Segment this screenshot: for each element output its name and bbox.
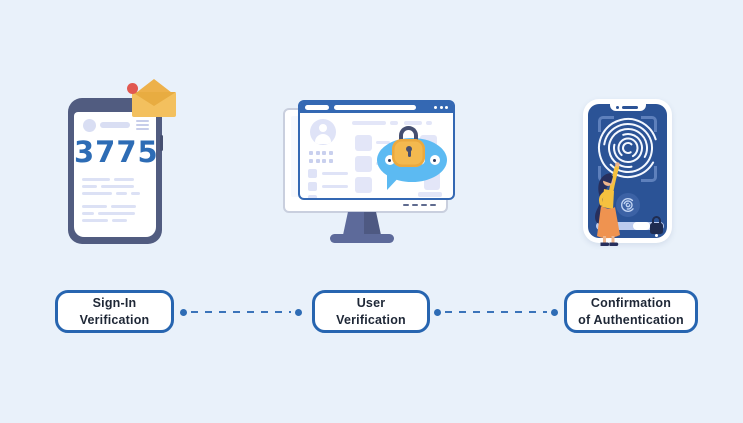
browser-content: [300, 113, 453, 198]
notification-dot: [127, 83, 138, 94]
illustration-user-verification-desktop: [283, 95, 468, 250]
password-dots-row: [309, 151, 333, 155]
step-label-user-verification: User Verification: [312, 290, 430, 333]
browser-tab: [305, 105, 329, 110]
envelope-fold: [132, 92, 176, 106]
browser-topbar: [300, 102, 453, 113]
connector-dot: [551, 308, 558, 316]
padlock-icon: [392, 126, 425, 168]
label-line: User: [356, 296, 386, 311]
label-line: Verification: [79, 312, 150, 327]
envelope-flap: [132, 79, 176, 96]
illustration-signin-phone: 3775: [68, 79, 180, 251]
email-envelope-icon: [127, 79, 176, 117]
otp-dot-icon: [384, 155, 395, 165]
fingerprint-chip-icon: [616, 193, 640, 217]
connector-step1-step2: [180, 308, 302, 316]
address-bar: [334, 105, 416, 110]
profile-avatar-icon: [310, 119, 336, 145]
phone-side-button: [160, 135, 163, 151]
connector-dot: [295, 308, 302, 316]
phone-screen: 3775: [74, 112, 159, 237]
menu-icon: [136, 120, 149, 132]
monitor-stand: [343, 212, 381, 235]
monitor-buttons: [403, 204, 436, 206]
browser-menu-dots-icon: [434, 106, 448, 109]
label-line: Sign-In: [92, 296, 137, 311]
chat-bubble-tail: [387, 174, 402, 190]
username-bar: [100, 122, 130, 128]
monitor-base: [330, 234, 394, 243]
list-item: [308, 182, 348, 191]
avatar-icon: [83, 119, 96, 132]
connector-dashed-line: [445, 311, 547, 313]
progress-fill: [632, 222, 651, 230]
message-text-lines: [82, 178, 148, 222]
label-line: Confirmation: [590, 296, 672, 311]
list-item: [308, 169, 348, 178]
lock-icon: [650, 216, 663, 237]
otp-dot-icon: [429, 155, 440, 165]
woman-figure: [595, 162, 620, 246]
label-line: of Authentication: [578, 312, 684, 327]
illustration-fingerprint-phone: [583, 92, 675, 250]
label-line: Verification: [336, 312, 406, 327]
step-label-confirmation-authentication: Confirmation of Authentication: [564, 290, 698, 333]
phone-notch: [610, 104, 646, 111]
connector-step2-step3: [434, 308, 558, 316]
list-item: [308, 195, 348, 198]
connector-dashed-line: [191, 311, 291, 313]
browser-window: [298, 100, 455, 200]
progress-bar: [596, 222, 664, 230]
connector-dot: [180, 308, 187, 316]
password-dots-row: [309, 159, 333, 163]
otp-code: 3775: [74, 135, 159, 169]
step-label-signin-verification: Sign-In Verification: [55, 290, 174, 333]
connector-dot: [434, 308, 441, 316]
